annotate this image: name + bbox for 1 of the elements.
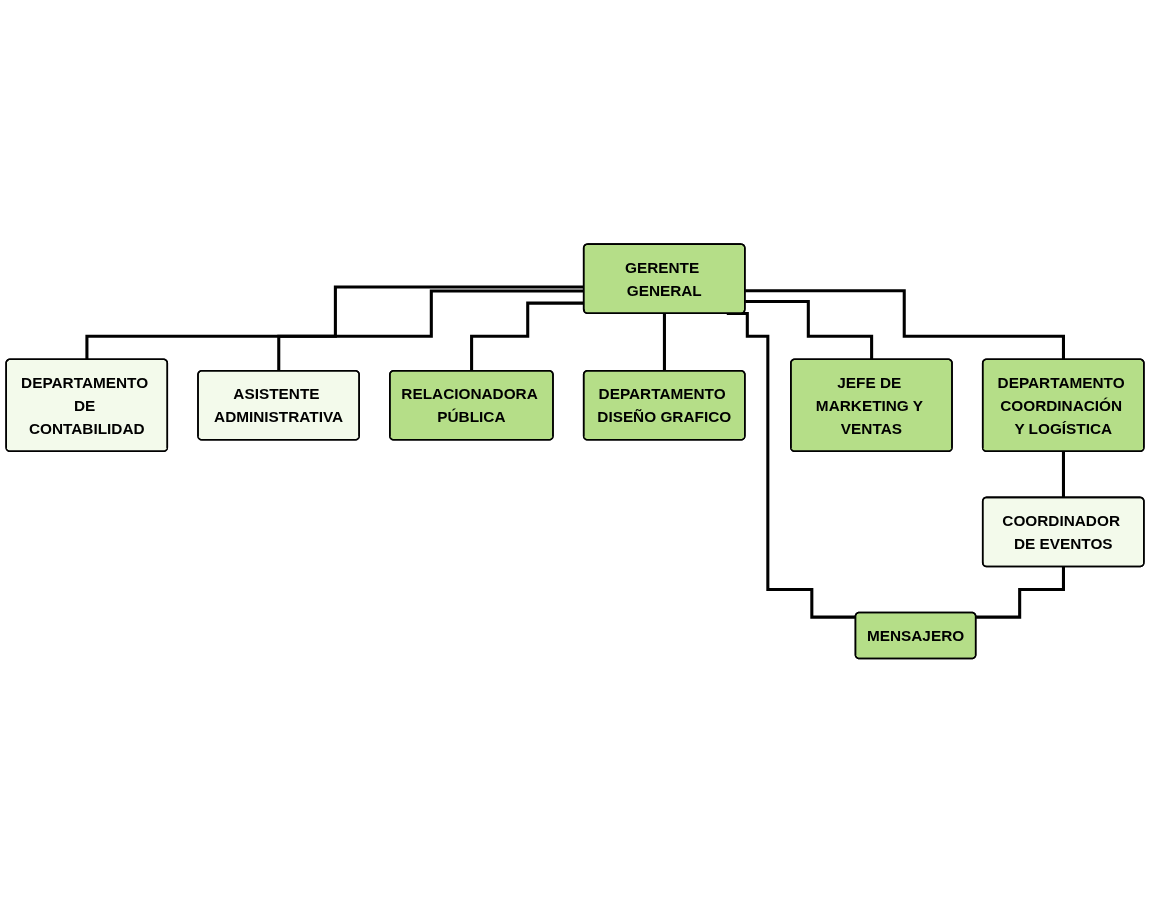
- connector: [726, 311, 856, 619]
